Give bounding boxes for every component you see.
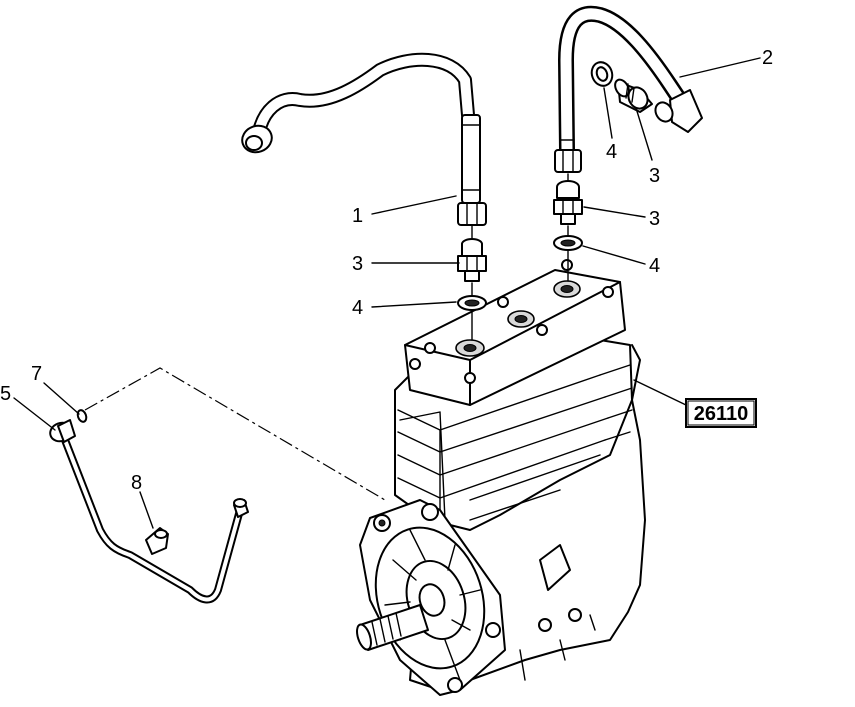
reference-number-box: 26110 [685,398,757,428]
callout-4-upper: 4 [606,141,617,163]
washer-4-right [553,235,583,251]
callout-8: 8 [131,472,142,494]
washer-4-left [457,295,487,311]
fitting-3-upper-right [614,78,653,113]
delivery-pipe-2 [554,5,703,173]
callout-1: 1 [352,205,363,227]
callout-3-right: 3 [649,208,660,230]
callout-3-left: 3 [352,253,363,275]
washer-4-upper-right [590,61,614,87]
callout-3-upper: 3 [649,165,660,187]
fitting-3-right [553,180,583,225]
cooling-fins [397,364,633,521]
callout-5: 5 [0,383,11,405]
compressor-assembly [356,259,646,696]
leader-lines [13,57,761,529]
dashdot-guide-line [84,367,386,501]
callout-4-left: 4 [352,297,363,319]
reference-number: 26110 [694,403,749,425]
oil-pipe [49,409,249,604]
delivery-pipe-1 [241,52,487,226]
fitting-3-left [457,238,487,282]
callout-4-right: 4 [649,255,660,277]
callout-7: 7 [31,363,42,385]
callout-2: 2 [762,47,773,69]
